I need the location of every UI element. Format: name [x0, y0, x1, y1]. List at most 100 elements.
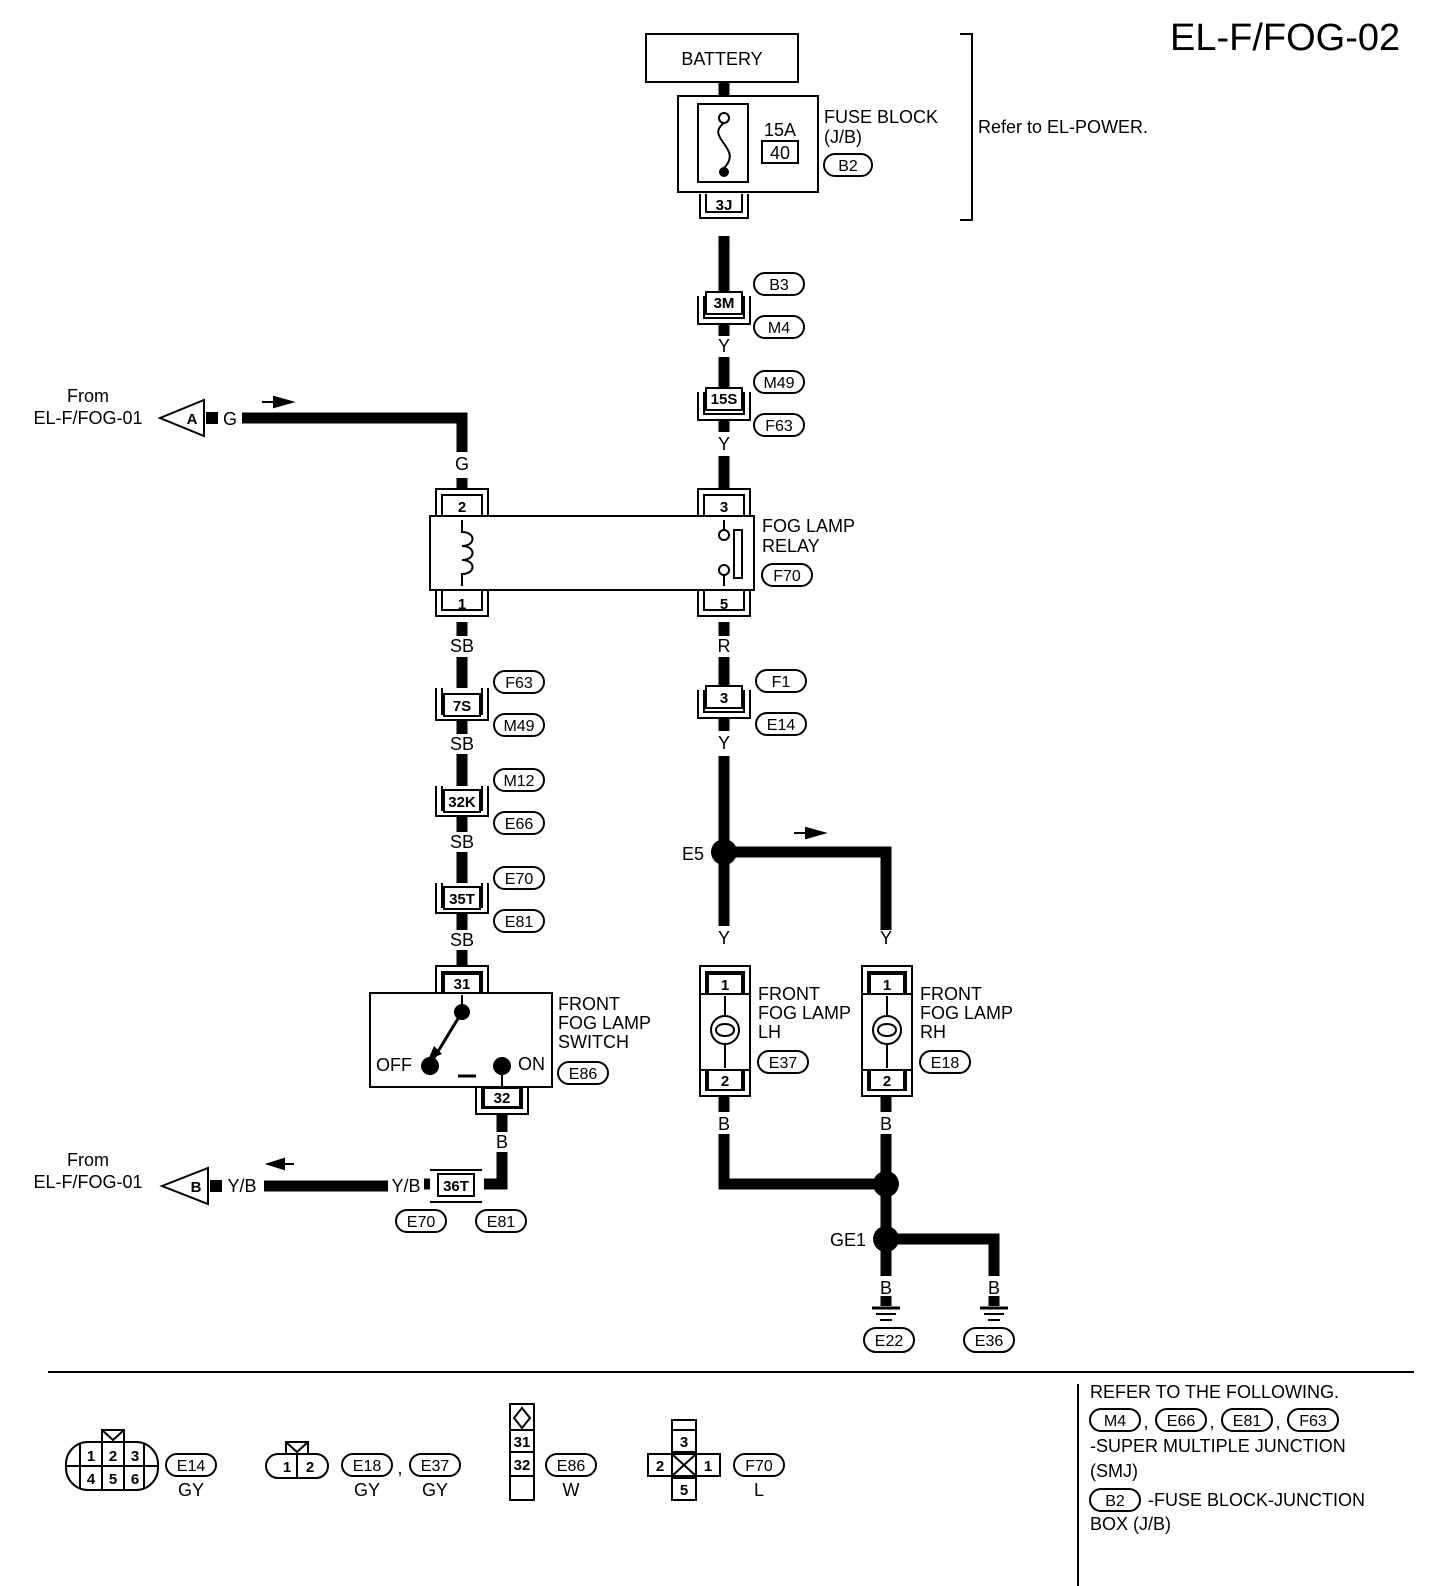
badge-e37: E37 [757, 1050, 809, 1074]
svg-text:35T: 35T [449, 891, 475, 908]
svg-text:GY: GY [422, 1480, 448, 1500]
flow-arrows [262, 395, 828, 1171]
lamp-lh-label-2: FOG LAMP [758, 1003, 851, 1023]
wire-color-yb-1: Y/B [391, 1176, 420, 1196]
svg-text:E18: E18 [353, 1458, 382, 1475]
switch-label-1: FRONT [558, 994, 620, 1014]
svg-text:3: 3 [680, 1434, 688, 1451]
splice-e5 [711, 839, 737, 865]
refer-note: Refer to EL-POWER. [978, 117, 1148, 137]
svg-text:2: 2 [109, 1448, 117, 1465]
wire-color-b-2: B [880, 1114, 892, 1134]
battery: BATTERY [645, 33, 799, 83]
svg-text:E14: E14 [177, 1458, 206, 1475]
switch-label-3: SWITCH [558, 1032, 629, 1052]
fuse-block-label-1: FUSE BLOCK [824, 107, 938, 127]
badge-e70-left: E70 [493, 866, 545, 890]
svg-text:,: , [1275, 1412, 1280, 1432]
lamp-rh-label-1: FRONT [920, 984, 982, 1004]
svg-text:15S: 15S [711, 391, 738, 408]
badge-e81-bottom: E81 [475, 1209, 527, 1233]
badge-b3: B3 [753, 272, 805, 296]
svg-text:4: 4 [87, 1471, 96, 1488]
svg-text:E81: E81 [505, 914, 534, 931]
wire-color-y-2: Y [718, 336, 730, 356]
svg-text:2: 2 [656, 1458, 664, 1475]
svg-text:ON: ON [518, 1054, 545, 1074]
svg-text:2: 2 [306, 1459, 314, 1476]
wire-color-g-2: G [455, 454, 469, 474]
badge-e14: E14 [755, 712, 807, 736]
svg-text:GY: GY [354, 1480, 380, 1500]
legend-connector-e86: 31 32 E86 W [509, 1403, 597, 1501]
svg-text:REFER TO THE FOLLOWING.: REFER TO THE FOLLOWING. [1090, 1382, 1339, 1402]
svg-text:From: From [67, 386, 109, 406]
svg-text:E70: E70 [407, 1214, 436, 1231]
wire-color-y-1: Y [718, 238, 730, 258]
svg-text:F70: F70 [773, 568, 801, 585]
svg-text:M4: M4 [768, 320, 790, 337]
lamp-lh-label-3: LH [758, 1022, 781, 1042]
front-fog-lamp-switch: 31 OFF ON 32 [369, 965, 553, 1115]
svg-text:31: 31 [514, 1434, 531, 1451]
badge-e66: E66 [493, 811, 545, 835]
svg-text:E86: E86 [557, 1458, 586, 1475]
svg-text:B2: B2 [838, 158, 858, 175]
svg-text:OFF: OFF [376, 1055, 412, 1075]
badge-f63-top: F63 [753, 413, 805, 437]
fuse-block-conn-badge: B2 [823, 153, 873, 177]
front-fog-lamp-lh: 1 2 [699, 965, 751, 1097]
wire-color-sb-4: SB [450, 930, 474, 950]
svg-text:2: 2 [883, 1073, 891, 1090]
svg-text:1: 1 [87, 1448, 95, 1465]
lamp-rh-label-2: FOG LAMP [920, 1003, 1013, 1023]
wire-color-b-3: B [880, 1278, 892, 1298]
svg-text:M4: M4 [1104, 1413, 1126, 1430]
splice-e5-label: E5 [682, 844, 704, 864]
svg-text:F63: F63 [765, 418, 793, 435]
wire-color-r: R [718, 636, 731, 656]
wire-color-sb-2: SB [450, 734, 474, 754]
svg-text:M12: M12 [503, 773, 534, 790]
svg-text:E81: E81 [1233, 1413, 1262, 1430]
svg-text:E14: E14 [767, 717, 796, 734]
svg-text:E18: E18 [931, 1055, 960, 1072]
badge-m12: M12 [493, 768, 545, 792]
fog-lamp-relay: 2 3 1 5 [429, 488, 755, 617]
from-a-arrow: From EL-F/FOG-01 A [33, 386, 218, 438]
svg-text:E81: E81 [487, 1214, 516, 1231]
wire-color-y-6: Y [880, 928, 892, 948]
svg-text:B: B [191, 1179, 202, 1196]
svg-text:36T: 36T [443, 1178, 469, 1195]
badge-f70: F70 [761, 563, 813, 587]
relay-label-1: FOG LAMP [762, 516, 855, 536]
svg-text:32: 32 [514, 1457, 531, 1474]
svg-text:EL-F/FOG-01: EL-F/FOG-01 [33, 408, 142, 428]
badge-e81-left: E81 [493, 909, 545, 933]
svg-text:1: 1 [721, 977, 729, 994]
svg-text:M49: M49 [763, 375, 794, 392]
svg-text:F63: F63 [505, 675, 533, 692]
wire-color-b-5: B [496, 1132, 508, 1152]
svg-text:32K: 32K [448, 794, 476, 811]
svg-text:E86: E86 [569, 1066, 598, 1083]
svg-text:32: 32 [494, 1090, 511, 1107]
svg-text:-SUPER MULTIPLE JUNCTION: -SUPER MULTIPLE JUNCTION [1090, 1436, 1346, 1456]
svg-text:6: 6 [131, 1471, 139, 1488]
svg-text:L: L [754, 1480, 764, 1500]
badge-f63-left: F63 [493, 670, 545, 694]
svg-text:M49: M49 [503, 718, 534, 735]
svg-text:15A: 15A [764, 120, 796, 140]
connector-3: 3 [697, 685, 751, 719]
svg-text:B2: B2 [1105, 1493, 1125, 1510]
svg-text:3: 3 [720, 690, 728, 707]
badge-f1: F1 [755, 669, 807, 693]
svg-text:W: W [563, 1480, 580, 1500]
svg-text:E22: E22 [875, 1333, 904, 1350]
wire-color-sb-1: SB [450, 636, 474, 656]
wire-color-y-3: Y [718, 434, 730, 454]
svg-text:1: 1 [458, 596, 466, 613]
svg-text:5: 5 [109, 1471, 117, 1488]
legend-connector-e18-e37: 1 2 E18 , E37 GY GY [265, 1441, 461, 1500]
wire-color-yb-2: Y/B [227, 1176, 256, 1196]
